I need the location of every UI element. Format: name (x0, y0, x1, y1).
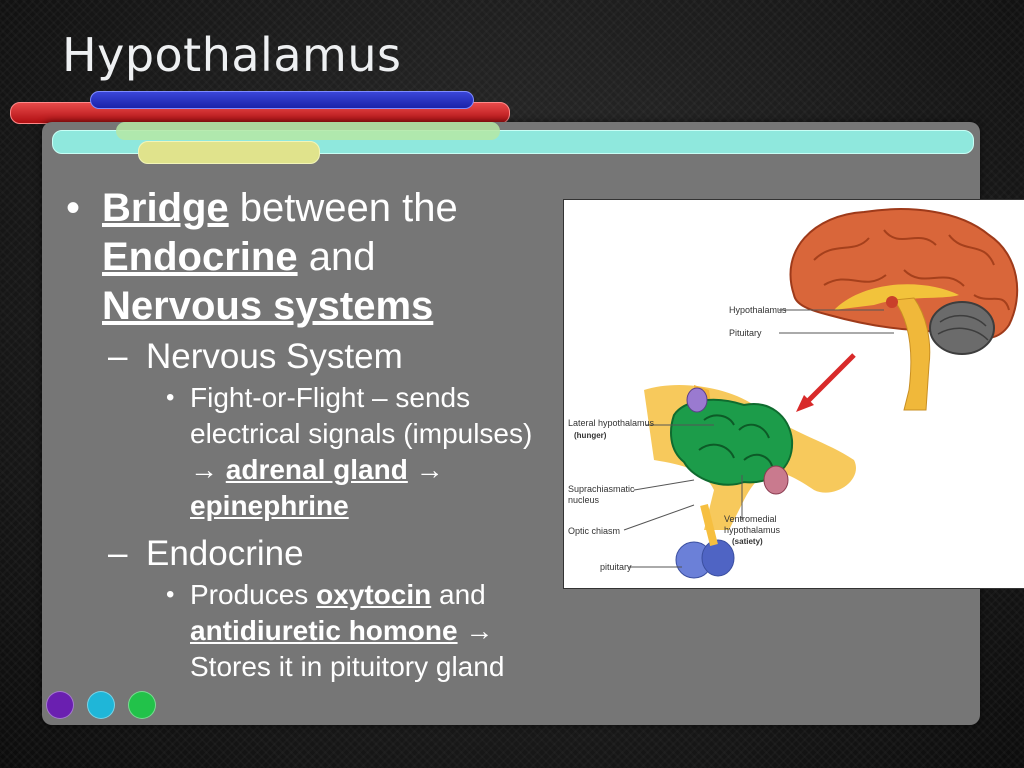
arrow-right-icon: → (190, 454, 218, 485)
sub-bullet-endocrine: – Endocrine (62, 532, 552, 575)
oxytocin-term: oxytocin (316, 579, 432, 610)
decorative-yellow-bar (138, 141, 320, 164)
item-text: Stores it in pituitory gland (190, 651, 505, 682)
decorative-green-bar (116, 122, 500, 140)
label-nucleus: nucleus (568, 495, 600, 505)
label-lateral-hypothalamus: Lateral hypothalamus (568, 418, 655, 428)
label-hunger: (hunger) (574, 431, 607, 440)
pointer-arrow-icon (802, 353, 856, 407)
label-pituitary-lower: pituitary (600, 562, 632, 572)
leader-line (633, 479, 695, 491)
purple-dot (46, 691, 74, 719)
label-optic-chiasm: Optic chiasm (568, 526, 620, 536)
brain-illustration: Hypothalamus Pituitary Lateral hypothala… (568, 208, 1019, 579)
epinephrine-term: epinephrine (190, 490, 349, 521)
hypothalamus-marker (886, 296, 898, 308)
item-produces: • Produces oxytocin and antidiuretic hom… (62, 577, 670, 685)
bridge-term: Bridge (102, 186, 229, 230)
pituitary-stalk-shape (700, 504, 718, 546)
slide-body: • Bridge between the Endocrine and Nervo… (62, 184, 552, 685)
sub-bullet-label: Nervous System (146, 337, 403, 376)
bullet-icon: • (166, 581, 175, 608)
adh-term: antidiuretic homone (190, 615, 458, 646)
item-text: Produces (190, 579, 317, 610)
corpus-callosum-shape (834, 284, 959, 310)
slide-title: Hypothalamus (62, 28, 402, 82)
bullet-text: and (297, 235, 376, 279)
bullet-icon: • (166, 384, 175, 411)
brain-diagram-image: Hypothalamus Pituitary Lateral hypothala… (563, 199, 1024, 589)
dash-icon: – (108, 337, 128, 376)
nucleus-purple-shape (686, 387, 708, 413)
brainstem-shape (893, 297, 931, 411)
arrow-right-icon: → (415, 454, 444, 485)
label-hypothalamus: Hypothalamus (729, 305, 787, 315)
label-ventromedial: Ventromedial (724, 514, 777, 524)
cerebellum-folds (937, 314, 989, 341)
leader-line (623, 504, 695, 531)
adrenal-gland-term: adrenal gland (225, 454, 408, 485)
bullet-text: between the (228, 186, 458, 230)
main-bullet: • Bridge between the Endocrine and Nervo… (62, 184, 552, 331)
item-fight-or-flight: • Fight-or-Flight – sends electrical sig… (62, 380, 552, 524)
sub-bullet-label: Endocrine (146, 534, 304, 573)
item-text: Fight-or-Flight – sends electrical signa… (190, 382, 533, 449)
item-text: and (431, 579, 486, 610)
nervous-systems-term: Nervous systems (102, 284, 434, 328)
pituitary-gland-shape (701, 539, 735, 577)
dash-icon: – (108, 534, 128, 573)
label-satiety: (satiety) (732, 537, 763, 546)
bullet-icon: • (66, 186, 81, 230)
label-suprachiasmatic: Suprachiasmatic (568, 484, 635, 494)
arrow-right-icon: → (465, 615, 494, 646)
green-dot (128, 691, 156, 719)
label-ventromedial-hypothalamus: hypothalamus (724, 525, 781, 535)
decorative-blue-bar (90, 91, 474, 109)
label-pituitary: Pituitary (729, 328, 762, 338)
nucleus-pink-shape (763, 465, 789, 495)
arrow-head-icon (796, 395, 814, 412)
cyan-dot (87, 691, 115, 719)
sub-bullet-nervous: – Nervous System (62, 335, 552, 378)
endocrine-term: Endocrine (102, 235, 298, 279)
nuclei-texture (698, 414, 773, 467)
brain-folds (813, 229, 1010, 311)
